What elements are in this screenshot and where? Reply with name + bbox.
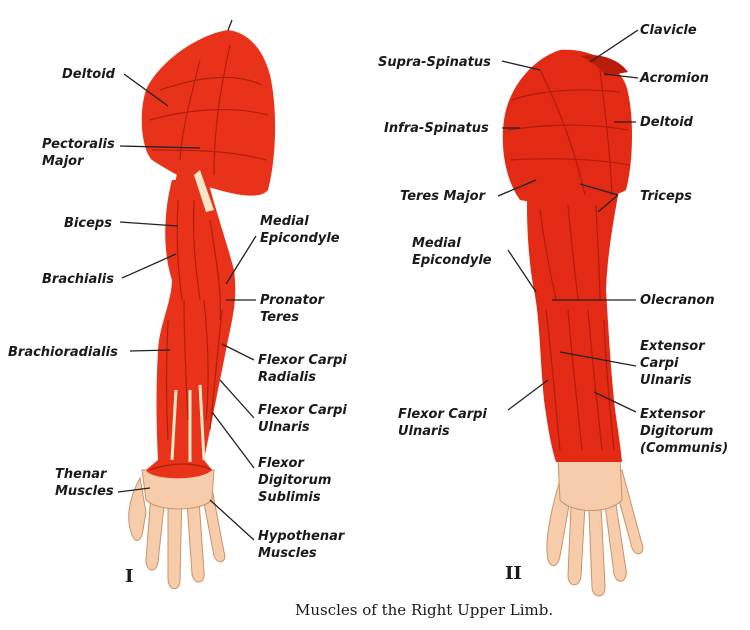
label-brachioradialis: Brachioradialis [8,345,118,360]
label-medial-epicondyle-right: Medial Epicondyle [412,236,492,268]
left-deltoid [141,30,276,196]
label-extensor-carpi-ulnaris: Extensor Carpi Ulnaris [640,339,709,388]
panel-label-i: I [125,566,133,587]
right-arm-illustration [502,49,644,597]
right-hand [546,457,644,597]
label-infra-spinatus: Infra-Spinatus [384,121,489,136]
label-supra-spinatus: Supra-Spinatus [378,55,491,70]
right-muscle-fibers [507,69,631,451]
figure-caption: Muscles of the Right Upper Limb. [295,601,553,619]
label-hypothenar-muscles: Hypothenar Muscles [258,529,349,561]
right-deltoid [502,49,632,203]
label-flexor-digitorum-sublimis: Flexor Digitorum Sublimis [258,456,336,505]
label-triceps: Triceps [640,189,692,204]
label-biceps: Biceps [64,216,112,231]
left-leader-lines [117,19,257,541]
label-deltoid-right: Deltoid [640,115,694,130]
label-olecranon: Olecranon [640,293,715,308]
label-teres-major: Teres Major [400,189,487,204]
label-acromion: Acromion [639,71,709,86]
label-clavicle: Clavicle [640,23,697,38]
left-muscle-fibers [149,44,269,471]
label-flexor-carpi-ulnaris-right: Flexor Carpi Ulnaris [398,407,491,439]
left-hand [128,469,226,590]
label-flexor-carpi-radialis: Flexor Carpi Radialis [258,353,351,385]
right-forearm-muscle [527,160,624,462]
label-medial-epicondyle-left: Medial Epicondyle [260,214,340,246]
label-pectoralis-major: Pectoralis Major [42,137,119,169]
label-extensor-digitorum-communis: Extensor Digitorum (Communis) [640,407,728,456]
left-arm-illustration [128,30,276,590]
label-deltoid-left: Deltoid [62,67,116,82]
label-flexor-carpi-ulnaris-left: Flexor Carpi Ulnaris [258,403,351,435]
right-leader-lines [497,29,639,413]
panel-label-ii: II [505,563,522,584]
label-pronator-teres: Pronator Teres [260,293,329,325]
label-thenar-muscles: Thenar Muscles [55,467,114,499]
label-brachialis: Brachialis [42,272,114,287]
